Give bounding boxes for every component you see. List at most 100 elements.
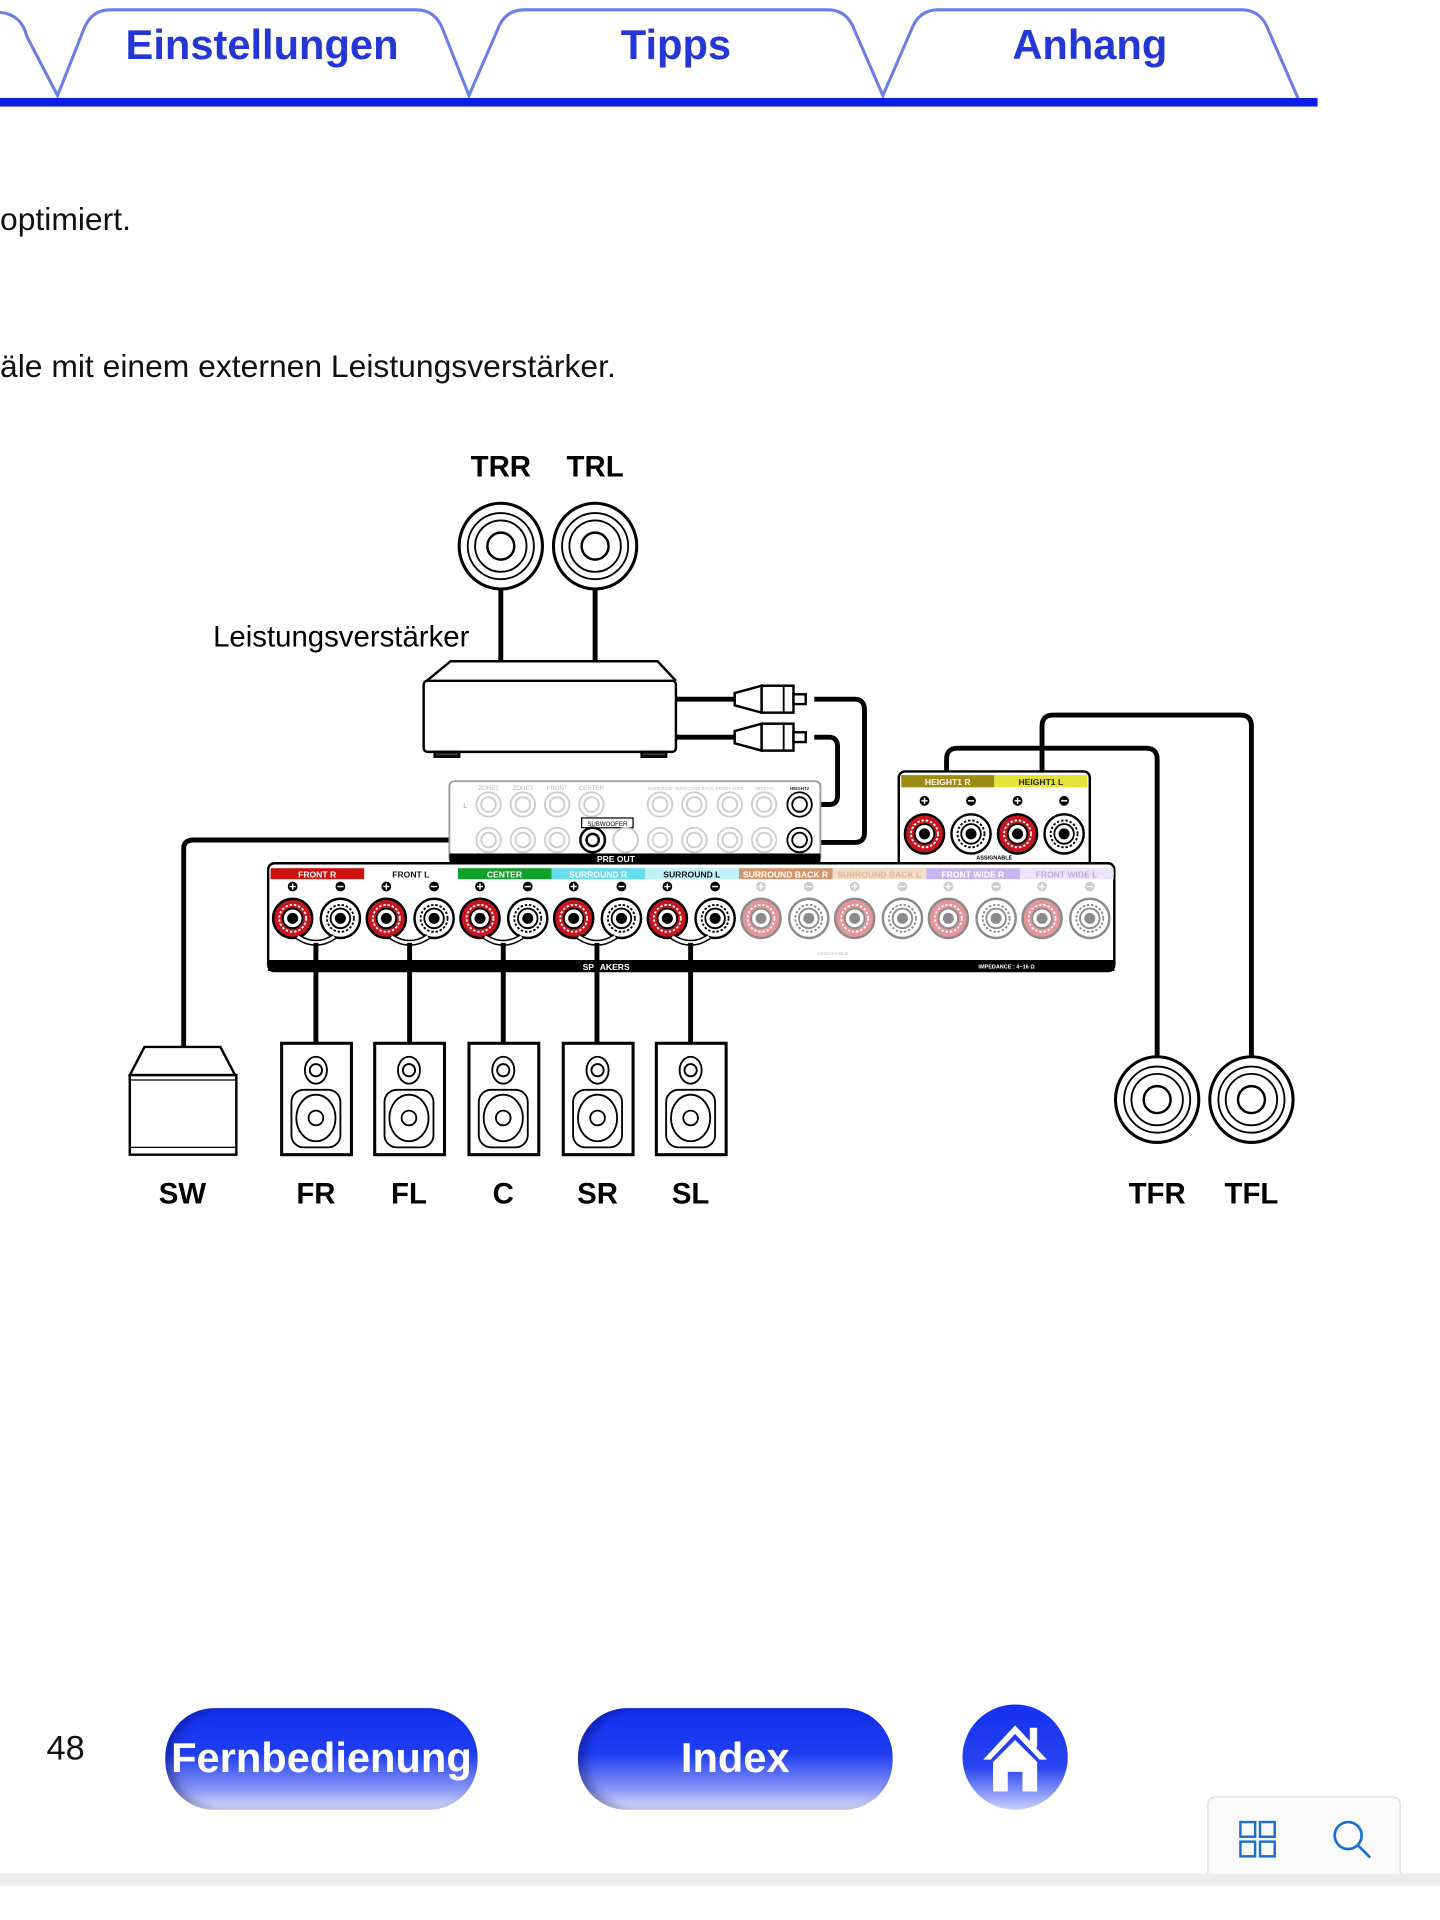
amp-label: Leistungsverstärker: [213, 621, 470, 654]
channel-label-bg: [926, 868, 1021, 880]
pre-out-label: PRE OUT: [597, 854, 636, 864]
channel-label-bg: [832, 868, 927, 880]
index-button[interactable]: Index: [577, 1708, 893, 1810]
speaker-bookshelf: [373, 1041, 447, 1157]
speaker-terminal: [975, 897, 1017, 940]
channel-label: CENTER: [487, 869, 523, 879]
channel-label-bg: [738, 868, 833, 880]
speaker-trr: [457, 501, 544, 591]
body-text-line: optimiert.: [0, 200, 131, 238]
speaker-terminal: [881, 897, 924, 940]
tab-anhang[interactable]: Anhang: [1012, 22, 1168, 69]
speaker-terminal: [600, 897, 643, 940]
thumbnails-button[interactable]: [1233, 1815, 1282, 1864]
cable-tfl: [1039, 712, 1254, 1060]
pre-out-jack-label: SURROUND BACK: [675, 786, 714, 791]
channel-label-bg: [1020, 868, 1114, 880]
channel-label: SURROUND L: [663, 869, 720, 879]
cable-rca-upper: [675, 696, 867, 845]
speaker-terminal: [552, 897, 595, 940]
viewer-toolbar: [1207, 1796, 1401, 1881]
body-text-line: äle mit einem externen Leistungsverstärk…: [0, 347, 616, 385]
speaker-label: SW: [159, 1178, 207, 1211]
assignable-label: ASSIGNABLE: [817, 951, 849, 957]
channel-label-bg: [551, 868, 646, 880]
height-panel: HEIGHT1 R HEIGHT1 L ASSIGNABLE: [897, 770, 1092, 871]
speaker-cables: [295, 934, 711, 1045]
speaker-terminal: [271, 897, 314, 940]
pre-out-jack-label: HEIGHT1: [755, 786, 775, 791]
speaker-terminal: [506, 897, 549, 940]
speaker-label: TFL: [1225, 1178, 1279, 1211]
remote-control-button[interactable]: Fernbedienung: [165, 1708, 478, 1810]
pre-out-jack-label: HEIGHT2: [790, 786, 810, 791]
channel-label: FRONT R: [298, 869, 337, 879]
speaker-terminal: [1068, 897, 1111, 940]
speaker-bookshelf: [467, 1041, 541, 1157]
rca-plug: [733, 684, 807, 715]
speaker-terminal: [950, 813, 992, 855]
speaker-terminal: [1043, 813, 1085, 855]
pre-out-jack-label: FRONT WIDE: [716, 786, 744, 791]
channel-label: SURROUND BACK R: [743, 869, 829, 879]
speaker-terminal: [996, 813, 1039, 855]
speaker-trl: [551, 501, 639, 591]
speaker-terminal: [740, 897, 782, 940]
speaker-label: FR: [296, 1178, 335, 1211]
home-button[interactable]: [962, 1704, 1068, 1810]
pre-out-jack-label: ZONE2: [478, 785, 499, 792]
tab-tipps[interactable]: Tipps: [620, 22, 732, 69]
pre-out-jack-label: FRONT: [547, 785, 568, 792]
speaker-tfl: [1208, 1055, 1295, 1144]
speaker-terminal: [694, 897, 736, 940]
channel-label-bg: [457, 868, 552, 880]
speaker-terminal: [927, 897, 970, 940]
pre-out-jack-label: ZONE3: [513, 785, 534, 792]
speaker-label: TFR: [1129, 1178, 1186, 1211]
speaker-sw: [127, 1045, 238, 1156]
channel-label-bg: [270, 868, 365, 880]
speaker-label: FL: [391, 1178, 427, 1211]
speaker-label: C: [493, 1178, 514, 1211]
speaker-terminal: [787, 897, 830, 940]
channel-label: FRONT L: [392, 869, 429, 879]
speaker-terminal: [413, 897, 455, 940]
pre-out-jack-label: CENTER: [579, 785, 605, 792]
grid-icon: [1239, 1820, 1276, 1858]
speaker-tfr: [1113, 1055, 1201, 1144]
speaker-label: TRL: [567, 450, 624, 483]
cable-tfr: [944, 745, 1160, 1060]
subwoofer-label: SUBWOOFER: [587, 821, 628, 828]
assignable-label: ASSIGNABLE: [976, 856, 1012, 862]
cables: [181, 587, 1254, 1060]
channel-label-bg: [364, 868, 458, 880]
search-button[interactable]: [1327, 1815, 1376, 1864]
channel-label: FRONT WIDE R: [941, 869, 1005, 879]
cable-subwoofer: [181, 837, 496, 1047]
speaker-label: TRR: [471, 450, 531, 483]
pre-out-side-label: L: [463, 801, 467, 810]
channel-label: SURROUND BACK L: [837, 869, 921, 879]
speaker-terminal: [1021, 897, 1063, 940]
channel-label: HEIGHT1 R: [925, 777, 971, 787]
impedance-label: IMPEDANCE : 4~16 Ω: [978, 965, 1035, 971]
tab-einstellungen[interactable]: Einstellungen: [125, 22, 399, 69]
speaker-bookshelf: [561, 1041, 635, 1157]
bottom-divider: [0, 1873, 1440, 1886]
search-icon: [1333, 1820, 1372, 1859]
home-icon: [983, 1725, 1047, 1792]
cable-rca-lower: [675, 734, 841, 807]
channel-label: HEIGHT1 L: [1018, 777, 1063, 787]
channel-label-bg: [901, 775, 995, 788]
speaker-label: SL: [672, 1178, 710, 1211]
speaker-terminal: [365, 897, 408, 940]
speaker-bookshelf: [280, 1041, 353, 1157]
speakers-label: SPEAKERS: [583, 962, 630, 972]
rca-plug: [733, 722, 807, 753]
speaker-terminal: [459, 897, 501, 940]
channel-label-bg: [645, 868, 739, 880]
